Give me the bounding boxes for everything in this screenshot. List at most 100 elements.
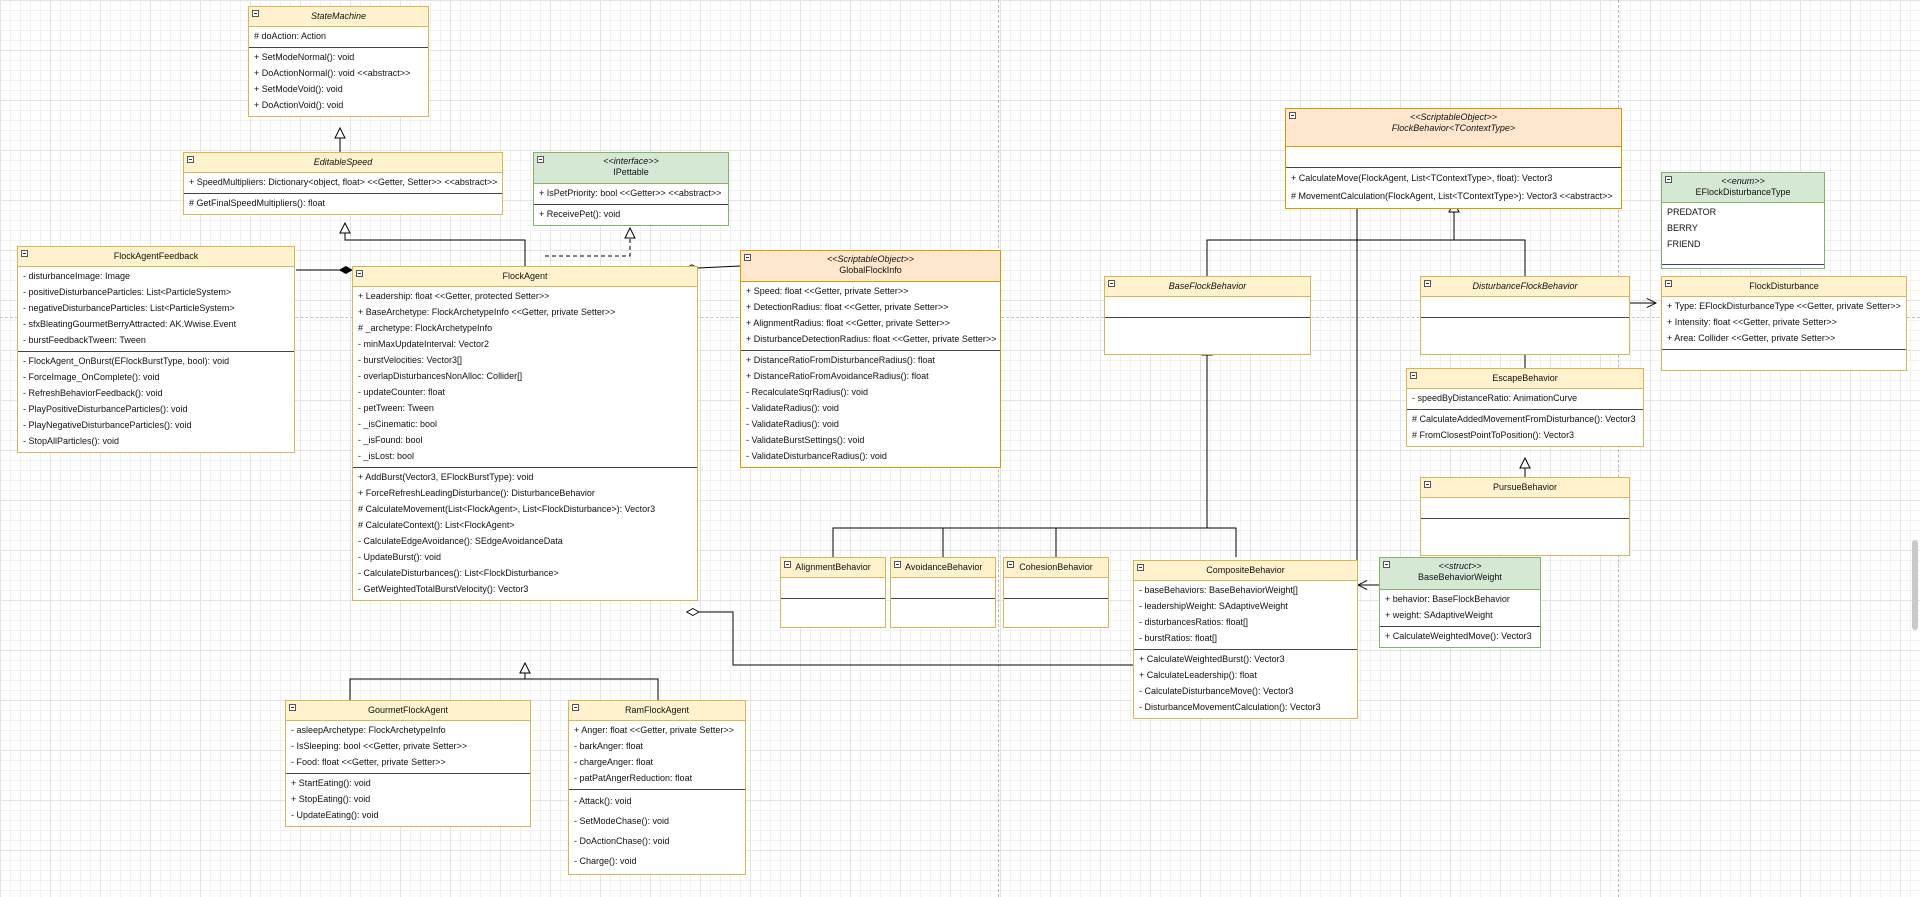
method-row[interactable]: + DistanceRatioFromDisturbanceRadius(): …: [746, 355, 935, 365]
attribute-row[interactable]: + BaseArchetype: FlockArchetypeInfo <<Ge…: [358, 307, 616, 317]
method-row[interactable]: - CalculateDisturbances(): List<FlockDis…: [358, 568, 559, 578]
attribute-row[interactable]: - updateCounter: float: [358, 387, 446, 397]
method-row[interactable]: # MovementCalculation(FlockAgent, List<T…: [1291, 191, 1613, 201]
collapse-toggle-icon[interactable]: [21, 250, 28, 257]
base-flock-behavior-class[interactable]: BaseFlockBehavior: [1104, 276, 1311, 355]
method-row[interactable]: + CalculateWeightedMove(): Vector3: [1385, 631, 1532, 641]
pursue-behavior-header[interactable]: PursueBehavior: [1421, 478, 1629, 498]
method-row[interactable]: # GetFinalSpeedMultipliers(): float: [189, 198, 326, 208]
method-row[interactable]: # CalculateContext(): List<FlockAgent>: [358, 520, 515, 530]
disturbance-flock-behavior-class[interactable]: DisturbanceFlockBehavior: [1420, 276, 1630, 355]
method-row[interactable]: + DoActionVoid(): void: [254, 100, 344, 110]
method-row[interactable]: - ValidateRadius(): void: [746, 419, 839, 429]
method-row[interactable]: # CalculateAddedMovementFromDisturbance(…: [1412, 414, 1636, 424]
attribute-row[interactable]: + Leadership: float <<Getter, protected …: [358, 291, 550, 301]
editable-speed-header[interactable]: EditableSpeed: [184, 153, 502, 173]
attribute-row[interactable]: - minMaxUpdateInterval: Vector2: [358, 339, 490, 349]
ram-flock-agent-class[interactable]: RamFlockAgent + Anger: float <<Getter, pr…: [568, 700, 746, 875]
base-behavior-weight-header[interactable]: <<struct>>BaseBehaviorWeight: [1380, 558, 1540, 590]
collapse-toggle-icon[interactable]: [572, 704, 579, 711]
collapse-toggle-icon[interactable]: [356, 270, 363, 277]
attribute-row[interactable]: - IsSleeping: bool <<Getter, private Set…: [291, 741, 468, 751]
method-row[interactable]: - RecalculateSqrRadius(): void: [746, 387, 869, 397]
method-row[interactable]: - CalculateDisturbanceMove(): Vector3: [1139, 686, 1294, 696]
attribute-row[interactable]: + Type: EFlockDisturbanceType <<Getter, …: [1667, 301, 1901, 311]
attribute-row[interactable]: + DisturbanceDetectionRadius: float <<Ge…: [746, 334, 997, 344]
method-row[interactable]: - StopAllParticles(): void: [23, 436, 120, 446]
method-row[interactable]: - UpdateBurst(): void: [358, 552, 442, 562]
flock-agent-class[interactable]: FlockAgent + Leadership: float <<Getter, …: [352, 266, 698, 601]
collapse-toggle-icon[interactable]: [894, 561, 901, 568]
attribute-row[interactable]: - _isLost: bool: [358, 451, 415, 461]
composite-behavior-header[interactable]: CompositeBehavior: [1134, 561, 1357, 581]
method-row[interactable]: + CalculateWeightedBurst(): Vector3: [1139, 654, 1285, 664]
method-row[interactable]: + DoActionNormal(): void <<abstract>>: [254, 68, 411, 78]
ipettable-header[interactable]: <<interface>>IPettable: [534, 153, 728, 184]
method-row[interactable]: - SetModeChase(): void: [574, 816, 670, 826]
method-row[interactable]: - Charge(): void: [574, 856, 637, 866]
alignment-behavior-class[interactable]: AlignmentBehavior: [780, 557, 886, 628]
collapse-toggle-icon[interactable]: [1383, 561, 1390, 568]
gourmet-flock-agent-class[interactable]: GourmetFlockAgent- asleepArchetype: Floc…: [285, 700, 531, 827]
collapse-toggle-icon[interactable]: [289, 704, 296, 711]
collapse-toggle-icon[interactable]: [1137, 564, 1144, 571]
attribute-row[interactable]: - speedByDistanceRatio: AnimationCurve: [1412, 393, 1578, 403]
base-flock-behavior-header[interactable]: BaseFlockBehavior: [1105, 277, 1310, 297]
collapse-toggle-icon[interactable]: [1665, 176, 1672, 183]
composite-behavior-class[interactable]: CompositeBehavior - baseBehaviors: BaseBe…: [1133, 560, 1358, 719]
ram-flock-agent-header[interactable]: RamFlockAgent: [569, 701, 745, 721]
attribute-row[interactable]: + DetectionRadius: float <<Getter, priva…: [746, 302, 949, 312]
attribute-row[interactable]: - asleepArchetype: FlockArchetypeInfo: [291, 725, 446, 735]
ipettable-class[interactable]: <<interface>>IPettable+ IsPetPriority: b…: [533, 152, 729, 226]
method-row[interactable]: - ValidateRadius(): void: [746, 403, 839, 413]
attribute-row[interactable]: - disturbancesRatios: float[]: [1139, 617, 1249, 627]
pursue-behavior-class[interactable]: PursueBehavior: [1420, 477, 1630, 556]
attribute-row[interactable]: - petTween: Tween: [358, 403, 434, 413]
attribute-row[interactable]: # doAction: Action: [254, 31, 327, 41]
attribute-row[interactable]: - positiveDisturbanceParticles: List<Par…: [23, 287, 232, 297]
cohesion-behavior-class[interactable]: CohesionBehavior: [1003, 557, 1109, 628]
attribute-row[interactable]: + Anger: float <<Getter, private Setter>…: [574, 725, 734, 735]
avoidance-behavior-header[interactable]: AvoidanceBehavior: [891, 558, 995, 578]
method-row[interactable]: - RefreshBehaviorFeedback(): void: [23, 388, 163, 398]
method-row[interactable]: + CalculateLeadership(): float: [1139, 670, 1257, 680]
method-row[interactable]: - CalculateEdgeAvoidance(): SEdgeAvoidan…: [358, 536, 563, 546]
collapse-toggle-icon[interactable]: [1410, 372, 1417, 379]
global-flock-info-header[interactable]: <<ScriptableObject>>GlobalFlockInfo: [741, 251, 1000, 282]
attribute-row[interactable]: - barkAnger: float: [574, 741, 644, 751]
attribute-row[interactable]: - patPatAngerReduction: float: [574, 773, 693, 783]
collapse-toggle-icon[interactable]: [784, 561, 791, 568]
method-row[interactable]: - DisturbanceMovementCalculation(): Vect…: [1139, 702, 1321, 712]
attribute-row[interactable]: - overlapDisturbancesNonAlloc: Collider[…: [358, 371, 523, 381]
attribute-row[interactable]: + behavior: BaseFlockBehavior: [1385, 594, 1510, 604]
attribute-row[interactable]: - disturbanceImage: Image: [23, 271, 131, 281]
disturbance-flock-behavior-header[interactable]: DisturbanceFlockBehavior: [1421, 277, 1629, 297]
attribute-row[interactable]: - negativeDisturbanceParticles: List<Par…: [23, 303, 235, 313]
collapse-toggle-icon[interactable]: [252, 10, 259, 17]
alignment-behavior-header[interactable]: AlignmentBehavior: [781, 558, 885, 578]
method-row[interactable]: - FlockAgent_OnBurst(EFlockBurstType, bo…: [23, 356, 230, 366]
collapse-toggle-icon[interactable]: [537, 156, 544, 163]
escape-behavior-class[interactable]: EscapeBehavior- speedByDistanceRatio: An…: [1406, 368, 1644, 447]
collapse-toggle-icon[interactable]: [1424, 280, 1431, 287]
flock-behavior-class[interactable]: <<ScriptableObject>>FlockBehavior<TConte…: [1285, 108, 1622, 209]
method-row[interactable]: - DoActionChase(): void: [574, 836, 670, 846]
attribute-row[interactable]: + weight: SAdaptiveWeight: [1385, 610, 1493, 620]
attribute-row[interactable]: - baseBehaviors: BaseBehaviorWeight[]: [1139, 585, 1298, 595]
method-row[interactable]: # CalculateMovement(List<FlockAgent>, Li…: [358, 504, 656, 514]
global-flock-info-class[interactable]: <<ScriptableObject>>GlobalFlockInfo+ Spe…: [740, 250, 1001, 468]
flock-disturbance-header[interactable]: FlockDisturbance: [1662, 277, 1906, 297]
flock-agent-feedback-header[interactable]: FlockAgentFeedback: [18, 247, 294, 267]
method-row[interactable]: + AddBurst(Vector3, EFlockBurstType): vo…: [358, 472, 534, 482]
method-row[interactable]: + SetModeNormal(): void: [254, 52, 355, 62]
method-row[interactable]: + ForceRefreshLeadingDisturbance(): Dist…: [358, 488, 595, 498]
attribute-row[interactable]: # _archetype: FlockArchetypeInfo: [358, 323, 493, 333]
method-row[interactable]: - PlayPositiveDisturbanceParticles(): vo…: [23, 404, 188, 414]
attribute-row[interactable]: - sfxBleatingGourmetBerryAttracted: AK.W…: [23, 319, 237, 329]
method-row[interactable]: - GetWeightedTotalBurstVelocity(): Vecto…: [358, 584, 529, 594]
collapse-toggle-icon[interactable]: [1289, 112, 1296, 119]
collapse-toggle-icon[interactable]: [1424, 481, 1431, 488]
flock-agent-header[interactable]: FlockAgent: [353, 267, 697, 287]
attribute-row[interactable]: - burstRatios: float[]: [1139, 633, 1218, 643]
